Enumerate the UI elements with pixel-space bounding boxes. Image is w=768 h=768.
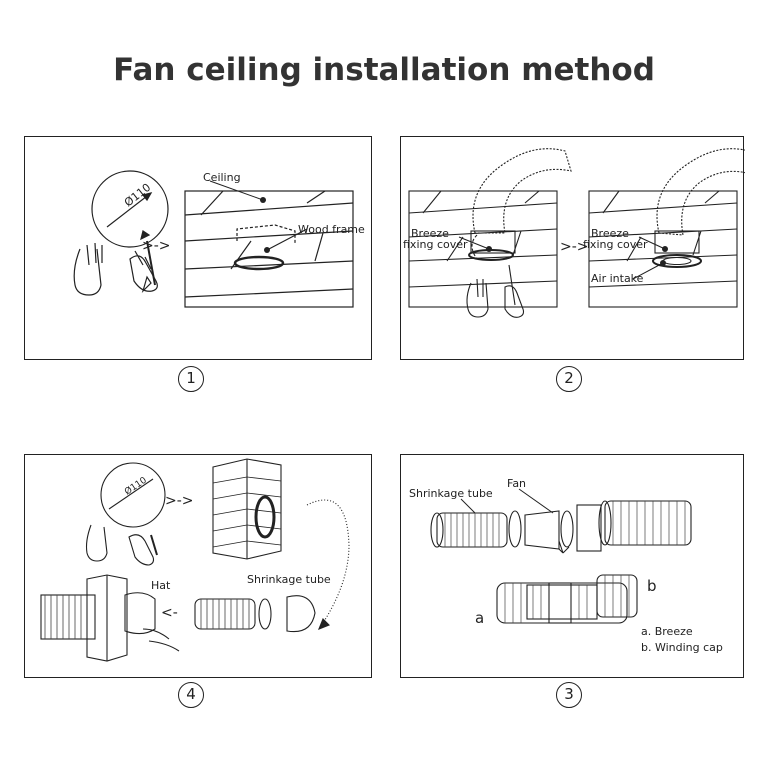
svg-text:<-: <- (161, 605, 178, 621)
shrinkage-tube-label-assembly: Shrinkage tube (409, 487, 493, 500)
step-number-3: 3 (556, 682, 582, 708)
fan-label: Fan (507, 477, 526, 490)
hat-label: Hat (151, 579, 171, 592)
step-number-1: 1 (178, 366, 204, 392)
step-number-4: 4 (178, 682, 204, 708)
label-b: b (647, 577, 657, 595)
fixing-cover-illustration: Breeze fixing cover >-> Breeze fixing co… (403, 148, 745, 318)
legend-b: b. Winding cap (641, 641, 723, 654)
air-intake-label: Air intake (591, 272, 644, 285)
svg-text:>->: >-> (560, 239, 589, 255)
diameter-label-wall: Ø110 (123, 475, 149, 498)
fixing-cover-label-right: fixing cover (583, 238, 648, 251)
panel-fixing-cover: Breeze fixing cover >-> Breeze fixing co… (400, 136, 745, 360)
wood-frame-label: Wood frame (298, 223, 365, 236)
svg-text:>->: >-> (142, 238, 171, 254)
breeze-label-left: Breeze (411, 227, 449, 240)
panel-tube-assembly: Shrinkage tube Fan a b a. Breeze b. Wind… (400, 454, 744, 678)
tube-assembly-illustration: Shrinkage tube Fan a b a. Breeze b. Wind… (409, 477, 723, 654)
wall-install-illustration: Ø110 >-> <- Hat Shrinkage tube (40, 458, 350, 662)
ceiling-label: Ceiling (203, 171, 241, 184)
panel-wall-install: Ø110 >-> <- Hat Shrinkage tube (24, 454, 372, 678)
panel-ceiling-cut: Ø110 >-> Ceiling Wood frame (24, 136, 372, 360)
breeze-label-right: Breeze (591, 227, 629, 240)
step-number-2: 2 (556, 366, 582, 392)
svg-text:>->: >-> (165, 493, 194, 509)
legend-a: a. Breeze (641, 625, 693, 638)
ceiling-cut-illustration: Ø110 >-> Ceiling Wood frame (73, 170, 365, 308)
fixing-cover-label-left: fixing cover (403, 238, 468, 251)
label-a: a (475, 609, 484, 627)
page-title: Fan ceiling installation method (113, 52, 655, 88)
shrinkage-tube-label-wall: Shrinkage tube (247, 573, 331, 586)
